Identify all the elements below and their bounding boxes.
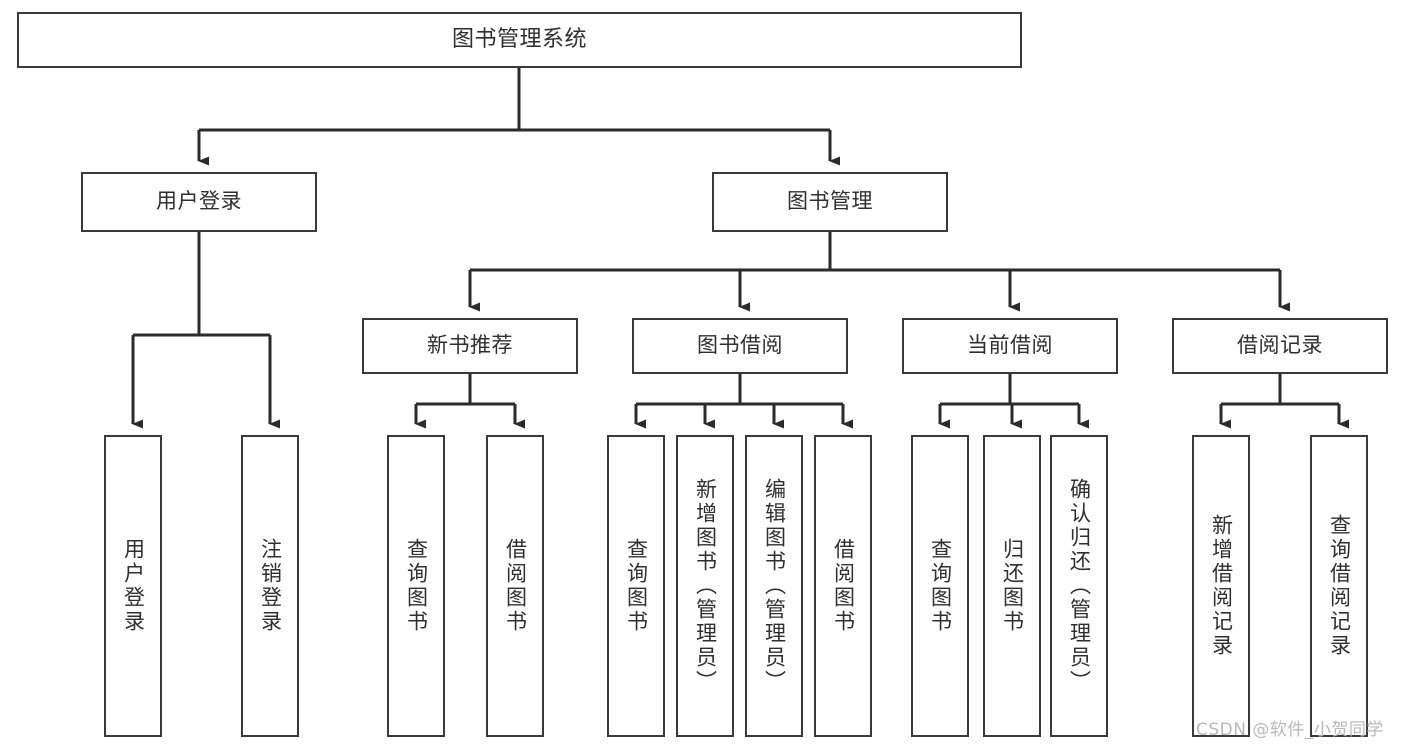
node-leaf-add-book-admin[interactable]: 新增图书（管理员） bbox=[676, 435, 734, 737]
node-leaf-query-book-borrow-label: 查询图书 bbox=[624, 538, 649, 634]
node-root[interactable]: 图书管理系统 bbox=[17, 12, 1022, 68]
node-borrow-record[interactable]: 借阅记录 bbox=[1172, 318, 1388, 374]
node-current-borrow[interactable]: 当前借阅 bbox=[902, 318, 1118, 374]
node-leaf-confirm-return-admin-label: 确认归还（管理员） bbox=[1067, 478, 1092, 694]
conn-record-bus-bus bbox=[1221, 374, 1339, 406]
node-user-login[interactable]: 用户登录 bbox=[81, 172, 317, 232]
conn-current-bus-bus bbox=[940, 374, 1079, 406]
node-current-borrow-label: 当前借阅 bbox=[967, 333, 1053, 358]
node-leaf-confirm-return-admin[interactable]: 确认归还（管理员） bbox=[1050, 435, 1108, 737]
node-leaf-borrow-book-recommend-label: 借阅图书 bbox=[503, 538, 528, 634]
node-book-management[interactable]: 图书管理 bbox=[712, 172, 948, 232]
conn-recommend-bus-bus bbox=[416, 374, 515, 406]
node-root-label: 图书管理系统 bbox=[451, 26, 587, 52]
node-leaf-query-book-recommend-label: 查询图书 bbox=[404, 538, 429, 634]
node-leaf-query-borrow-record[interactable]: 查询借阅记录 bbox=[1310, 435, 1368, 737]
node-leaf-borrow-book-recommend[interactable]: 借阅图书 bbox=[486, 435, 544, 737]
node-leaf-add-borrow-record[interactable]: 新增借阅记录 bbox=[1192, 435, 1250, 737]
node-leaf-user-login-label: 用户登录 bbox=[121, 538, 146, 634]
node-leaf-logout-login-label: 注销登录 bbox=[258, 538, 283, 634]
conn-root-bus-bus bbox=[199, 68, 830, 132]
conn-bookmgmt-bus-bus bbox=[470, 232, 1280, 272]
node-leaf-user-login[interactable]: 用户登录 bbox=[104, 435, 162, 737]
node-leaf-borrow-book[interactable]: 借阅图书 bbox=[814, 435, 872, 737]
node-leaf-add-borrow-record-label: 新增借阅记录 bbox=[1209, 514, 1234, 658]
node-leaf-return-book[interactable]: 归还图书 bbox=[983, 435, 1041, 737]
conn-userlogin-bus-bus bbox=[133, 232, 270, 337]
connector-group bbox=[131, 68, 1349, 429]
node-leaf-logout-login[interactable]: 注销登录 bbox=[241, 435, 299, 737]
node-leaf-query-book-borrow[interactable]: 查询图书 bbox=[607, 435, 665, 737]
node-leaf-edit-book-admin[interactable]: 编辑图书（管理员） bbox=[745, 435, 803, 737]
node-leaf-query-book-current-label: 查询图书 bbox=[928, 538, 953, 634]
node-book-management-label: 图书管理 bbox=[787, 189, 873, 214]
node-leaf-return-book-label: 归还图书 bbox=[1000, 538, 1025, 634]
node-new-book-recommend[interactable]: 新书推荐 bbox=[362, 318, 578, 374]
conn-borrow-bus-bus bbox=[636, 374, 843, 406]
node-leaf-query-book-current[interactable]: 查询图书 bbox=[911, 435, 969, 737]
node-book-borrow[interactable]: 图书借阅 bbox=[632, 318, 848, 374]
node-leaf-query-borrow-record-label: 查询借阅记录 bbox=[1327, 514, 1352, 658]
node-book-borrow-label: 图书借阅 bbox=[697, 333, 783, 358]
node-borrow-record-label: 借阅记录 bbox=[1237, 333, 1323, 358]
node-user-login-label: 用户登录 bbox=[156, 189, 242, 214]
node-leaf-borrow-book-label: 借阅图书 bbox=[831, 538, 856, 634]
node-leaf-edit-book-admin-label: 编辑图书（管理员） bbox=[762, 478, 787, 694]
node-new-book-recommend-label: 新书推荐 bbox=[427, 333, 513, 358]
node-leaf-add-book-admin-label: 新增图书（管理员） bbox=[693, 478, 718, 694]
node-leaf-query-book-recommend[interactable]: 查询图书 bbox=[387, 435, 445, 737]
